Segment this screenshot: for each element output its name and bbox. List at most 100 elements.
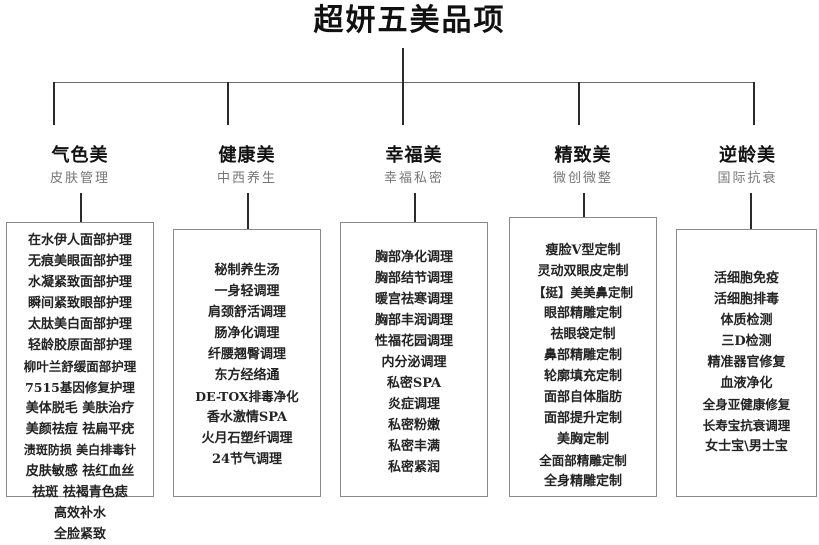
column-jiankangmei: 健康美 中西养生 — [173, 144, 321, 189]
column-qisemei: 气色美 皮肤管理 — [6, 144, 154, 189]
list-item[interactable]: 长寿宝抗衰调理 — [702, 418, 791, 433]
items-list-jiankangmei: 秘制养生汤 一身轻调理 肩颈舒活调理 肠净化调理 纤腰翘臀调理 东方经络通 DE… — [174, 260, 320, 470]
list-item[interactable]: 无痕美眼面部护理 — [27, 254, 132, 269]
column-header-jingzhimei: 精致美 微创微整 — [509, 144, 657, 189]
list-item[interactable]: 祛斑 祛褐青色痣 — [32, 485, 128, 500]
list-item[interactable]: 面部自体脂肪 — [543, 390, 622, 405]
list-item[interactable]: 全脸紧致 — [53, 527, 106, 542]
connector-head-stem-2 — [247, 193, 249, 229]
column-subtitle-xingfumei: 幸福私密 — [383, 171, 444, 186]
column-xingfumei: 幸福美 幸福私密 — [340, 144, 488, 189]
list-item[interactable]: DE-TOX排毒净化 — [195, 389, 299, 404]
column-subtitle-jiankangmei: 中西养生 — [216, 171, 277, 186]
connector-drop-1 — [53, 82, 55, 125]
items-box-nilingmei: 活细胞免疫 活细胞排毒 体质检测 三D检测 精准器官修复 血液净化 全身亚健康修… — [676, 229, 817, 497]
list-item[interactable]: 一身轻调理 — [214, 284, 280, 299]
list-item[interactable]: 眼部精雕定制 — [543, 306, 622, 321]
connector-head-stem-5 — [750, 193, 752, 229]
list-item[interactable]: 瘦脸V型定制 — [545, 243, 621, 258]
list-item[interactable]: 体质检测 — [720, 313, 773, 328]
list-item[interactable]: 美颜祛痘 祛扁平疣 — [25, 422, 135, 437]
list-item[interactable]: 活细胞免疫 — [713, 271, 779, 286]
connector-drop-4 — [578, 82, 580, 125]
list-item[interactable]: 轻龄胶原面部护理 — [27, 338, 132, 353]
items-list-nilingmei: 活细胞免疫 活细胞排毒 体质检测 三D检测 精准器官修复 血液净化 全身亚健康修… — [677, 268, 816, 457]
column-subtitle-nilingmei: 国际抗衰 — [717, 171, 778, 186]
column-nilingmei: 逆龄美 国际抗衰 — [676, 144, 819, 189]
items-box-jiankangmei: 秘制养生汤 一身轻调理 肩颈舒活调理 肠净化调理 纤腰翘臀调理 东方经络通 DE… — [173, 229, 321, 497]
list-item[interactable]: 肠净化调理 — [214, 326, 280, 341]
items-box-jingzhimei: 瘦脸V型定制 灵动双眼皮定制 【挺】美美鼻定制 眼部精雕定制 祛眼袋定制 鼻部精… — [509, 217, 657, 497]
list-item[interactable]: 私密丰满 — [387, 439, 440, 454]
list-item[interactable]: 私密粉嫩 — [387, 418, 440, 433]
connector-drop-3 — [402, 82, 404, 125]
list-item[interactable]: 美体脱毛 美肤治疗 — [25, 401, 135, 416]
connector-drop-2 — [227, 82, 229, 125]
column-subtitle-jingzhimei: 微创微整 — [552, 171, 613, 186]
list-item[interactable]: 在水伊人面部护理 — [27, 233, 132, 248]
list-item[interactable]: 香水激情SPA — [206, 410, 288, 425]
list-item[interactable]: 24节气调理 — [211, 452, 283, 467]
list-item[interactable]: 祛眼袋定制 — [550, 327, 616, 342]
list-item[interactable]: 柳叶兰舒缓面部护理 — [23, 359, 137, 374]
column-subtitle-qisemei: 皮肤管理 — [49, 171, 110, 186]
column-title-nilingmei: 逆龄美 — [719, 145, 776, 166]
column-header-nilingmei: 逆龄美 国际抗衰 — [676, 144, 819, 189]
org-chart-canvas: 超妍五美品项 气色美 皮肤管理 在水伊人面部护理 无痕美眼面部护理 水凝紧致面部… — [6, 3, 819, 542]
list-item[interactable]: 胸部净化调理 — [374, 250, 453, 265]
column-header-jiankangmei: 健康美 中西养生 — [173, 144, 321, 189]
connector-drop-5 — [753, 82, 755, 125]
list-item[interactable]: 瞬间紧致眼部护理 — [27, 296, 132, 311]
list-item[interactable]: 高效补水 — [53, 506, 106, 521]
list-item[interactable]: 胸部结节调理 — [374, 271, 453, 286]
list-item[interactable]: 全面部精雕定制 — [539, 453, 627, 468]
list-item[interactable]: 私密SPA — [386, 376, 442, 391]
list-item[interactable]: 美胸定制 — [556, 432, 609, 447]
list-item[interactable]: 秘制养生汤 — [214, 263, 280, 278]
list-item[interactable]: 渍斑防损 美白排毒针 — [23, 443, 137, 457]
list-item[interactable]: 7515基因修复护理 — [25, 380, 135, 395]
list-item[interactable]: 【挺】美美鼻定制 — [532, 285, 633, 300]
list-item[interactable]: 性福花园调理 — [374, 334, 453, 349]
items-list-jingzhimei: 瘦脸V型定制 灵动双眼皮定制 【挺】美美鼻定制 眼部精雕定制 祛眼袋定制 鼻部精… — [510, 240, 656, 492]
list-item[interactable]: 胸部丰润调理 — [374, 313, 453, 328]
list-item[interactable]: 面部提升定制 — [543, 411, 622, 426]
list-item[interactable]: 内分泌调理 — [381, 355, 447, 370]
items-list-xingfumei: 胸部净化调理 胸部结节调理 暖宫祛寒调理 胸部丰润调理 性福花园调理 内分泌调理… — [341, 247, 487, 478]
column-title-qisemei: 气色美 — [51, 145, 109, 166]
list-item[interactable]: 精准器官修复 — [707, 355, 786, 370]
list-item[interactable]: 火月石塑纤调理 — [201, 431, 293, 446]
items-box-xingfumei: 胸部净化调理 胸部结节调理 暖宫祛寒调理 胸部丰润调理 性福花园调理 内分泌调理… — [340, 222, 488, 497]
connector-head-stem-3 — [414, 193, 416, 222]
list-item[interactable]: 活细胞排毒 — [713, 292, 779, 307]
list-item[interactable]: 血液净化 — [720, 376, 773, 391]
items-box-qisemei: 在水伊人面部护理 无痕美眼面部护理 水凝紧致面部护理 瞬间紧致眼部护理 太肽美白… — [6, 222, 154, 542]
column-header-qisemei: 气色美 皮肤管理 — [6, 144, 154, 189]
list-item[interactable]: 三D检测 — [721, 334, 772, 349]
list-item[interactable]: 水凝紧致面部护理 — [27, 275, 132, 290]
list-item[interactable]: 全身亚健康修复 — [702, 397, 791, 412]
list-item[interactable]: 全身精雕定制 — [543, 474, 622, 489]
list-item[interactable]: 暖宫祛寒调理 — [374, 292, 453, 307]
list-item[interactable]: 灵动双眼皮定制 — [537, 264, 629, 279]
page-title: 超妍五美品项 — [313, 3, 506, 38]
list-item[interactable]: 太肽美白面部护理 — [27, 317, 132, 332]
column-title-xingfumei: 幸福美 — [385, 145, 443, 166]
list-item[interactable]: 皮肤敏感 祛红血丝 — [25, 464, 135, 479]
list-item[interactable]: 轮廓填充定制 — [543, 369, 622, 384]
connector-root-stem — [402, 48, 404, 83]
column-title-jiankangmei: 健康美 — [218, 145, 276, 166]
connector-head-stem-4 — [583, 193, 585, 217]
connector-head-stem-1 — [80, 193, 82, 222]
list-item[interactable]: 东方经络通 — [214, 368, 280, 383]
list-item[interactable]: 女士宝\男士宝 — [705, 439, 788, 454]
column-title-jingzhimei: 精致美 — [554, 145, 612, 166]
list-item[interactable]: 炎症调理 — [387, 397, 440, 412]
column-jingzhimei: 精致美 微创微整 — [509, 144, 657, 189]
items-list-qisemei: 在水伊人面部护理 无痕美眼面部护理 水凝紧致面部护理 瞬间紧致眼部护理 太肽美白… — [7, 230, 153, 545]
list-item[interactable]: 纤腰翘臀调理 — [207, 347, 286, 362]
list-item[interactable]: 肩颈舒活调理 — [207, 305, 286, 320]
list-item[interactable]: 私密紧润 — [387, 460, 440, 475]
column-header-xingfumei: 幸福美 幸福私密 — [340, 144, 488, 189]
list-item[interactable]: 鼻部精雕定制 — [543, 348, 622, 363]
